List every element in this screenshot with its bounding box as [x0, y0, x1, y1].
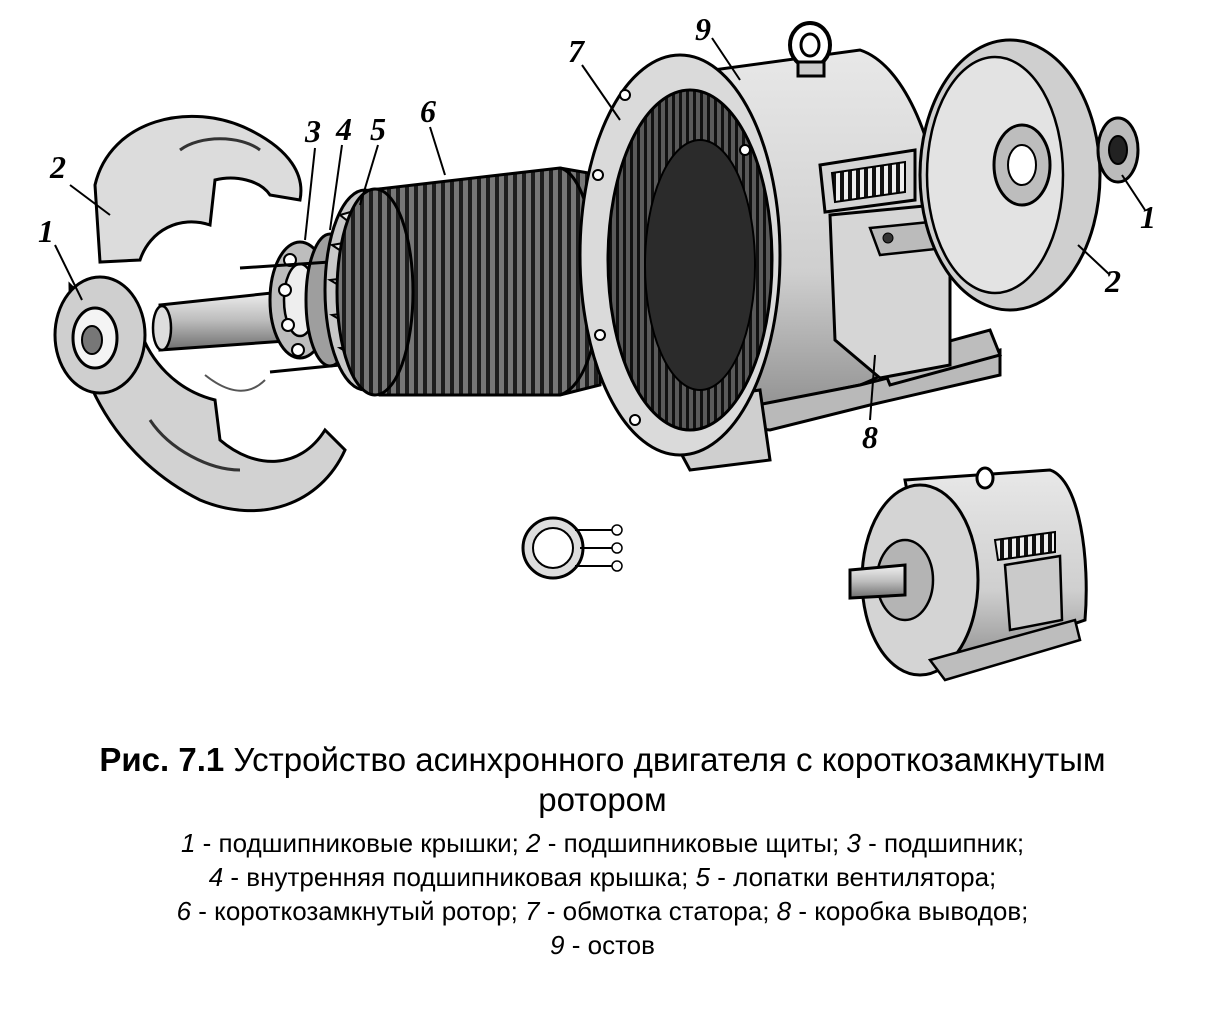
- terminal-box: [828, 203, 952, 380]
- caption-number: Рис. 7.1: [99, 741, 225, 778]
- legend-text: подшипник: [883, 828, 1017, 858]
- callout-6: 6: [420, 93, 436, 129]
- legend-line: 9 - остов: [550, 930, 655, 960]
- caption-title: Устройство асинхронного двигателя с коро…: [233, 741, 1106, 818]
- callout-1-left: 1: [38, 213, 54, 249]
- leader-lines: [54, 37, 1146, 421]
- figure-caption: Рис. 7.1 Устройство асинхронного двигате…: [0, 740, 1205, 962]
- callout-9: 9: [695, 11, 711, 47]
- right-bearing-cap: [1096, 116, 1140, 184]
- legend-number: 3: [846, 828, 861, 858]
- legend-line: 4 - внутренняя подшипниковая крышка; 5 -…: [208, 862, 997, 892]
- legend-text: коробка выводов: [814, 896, 1022, 926]
- assembled-motor: [848, 466, 1088, 682]
- legend-number: 2: [526, 828, 541, 858]
- callout-4: 4: [335, 111, 352, 147]
- legend-number: 9: [550, 930, 565, 960]
- callout-2-left: 2: [49, 149, 66, 185]
- legend-number: 1: [180, 828, 196, 858]
- callout-2-right: 2: [1104, 263, 1121, 299]
- motor-exploded-diagram: 1 2 3 4 5 6 7 8 9 1 2: [38, 11, 1156, 682]
- callout-5: 5: [370, 111, 386, 147]
- caption-title-line: Рис. 7.1 Устройство асинхронного двигате…: [60, 740, 1145, 820]
- callout-3: 3: [304, 113, 321, 149]
- legend-text: обмотка статора: [562, 896, 763, 926]
- legend-number: 7: [525, 896, 540, 926]
- legend-text: подшипниковые крышки: [218, 828, 512, 858]
- callout-8: 8: [862, 419, 878, 455]
- legend-number: 6: [176, 896, 192, 926]
- legend-line: 1 - подшипниковые крышки; 2 - подшипнико…: [180, 828, 1025, 858]
- rotor-symbol: [521, 516, 623, 580]
- caption-legend: 1 - подшипниковые крышки; 2 - подшипнико…: [0, 826, 1205, 962]
- legend-text: лопатки вентилятора: [733, 862, 990, 892]
- legend-text: остов: [587, 930, 655, 960]
- legend-text: внутренняя подшипниковая крышка: [246, 862, 682, 892]
- rotor-shaft: [151, 288, 302, 352]
- callout-7: 7: [568, 33, 586, 69]
- right-bearing-shield: [918, 38, 1102, 312]
- left-bearing-cap: [53, 275, 147, 395]
- legend-number: 8: [776, 896, 792, 926]
- legend-line: 6 - короткозамкнутый ротор; 7 - обмотка …: [176, 896, 1029, 926]
- stator-winding: [578, 53, 782, 457]
- legend-number: 4: [208, 862, 224, 892]
- legend-number: 5: [695, 862, 710, 892]
- legend-text: подшипниковые щиты: [563, 828, 832, 858]
- squirrel-cage-rotor: [335, 166, 664, 397]
- legend-text: короткозамкнутый ротор: [214, 896, 511, 926]
- callout-1-right: 1: [1140, 199, 1156, 235]
